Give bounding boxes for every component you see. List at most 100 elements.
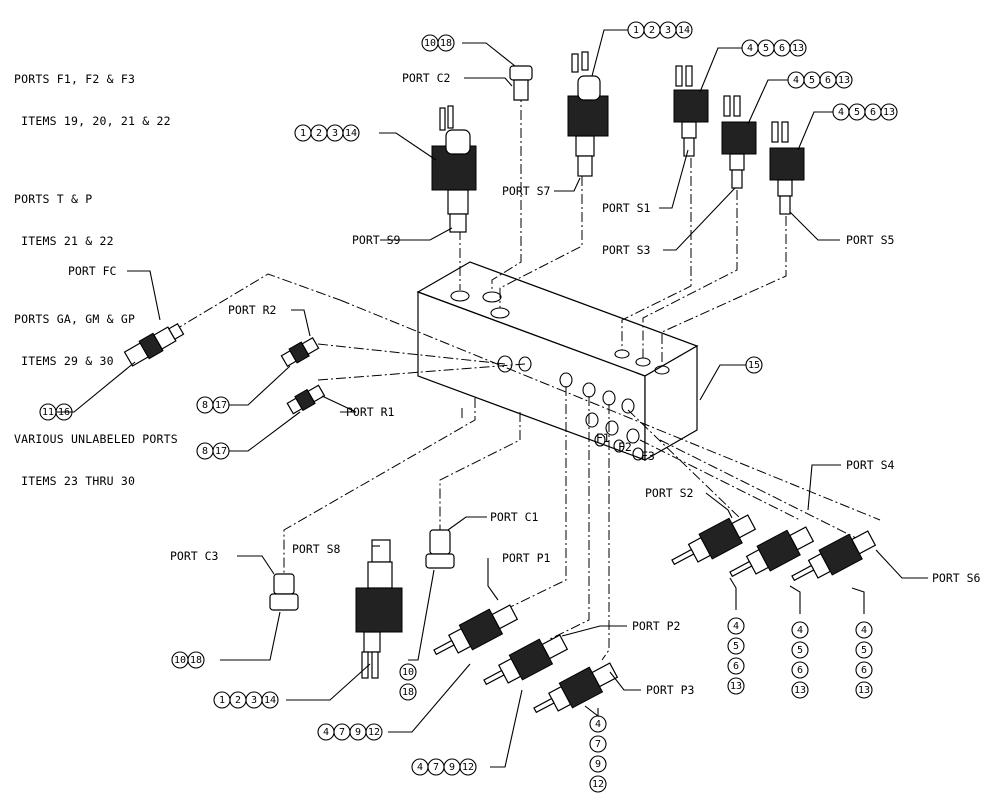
callout-circle bbox=[745, 356, 763, 374]
port-notes: PORTS F1, F2 & F3 ITEMS 19, 20, 21 & 22 … bbox=[14, 44, 178, 524]
callout-number: 2 bbox=[316, 128, 322, 139]
callout-circle bbox=[589, 735, 607, 753]
label-port-c2: PORT C2 bbox=[402, 71, 450, 85]
callout-number: 4 bbox=[793, 75, 799, 86]
valve-s6 bbox=[791, 530, 877, 582]
callout-number: 8 bbox=[202, 446, 208, 457]
label-port-s8: PORT S8 bbox=[292, 542, 341, 556]
callout-number: 5 bbox=[763, 43, 769, 54]
assembly-center-lines bbox=[172, 92, 881, 661]
callout-circle bbox=[791, 661, 809, 679]
callout-number: 12 bbox=[368, 727, 380, 738]
callout-number: 1 bbox=[633, 25, 639, 36]
callout-circle bbox=[855, 681, 873, 699]
callout-number: 4 bbox=[595, 719, 601, 730]
label-port-p1: PORT P1 bbox=[502, 551, 551, 565]
callout-circle bbox=[789, 39, 807, 57]
callout-number: 4 bbox=[733, 621, 739, 632]
plug-c3 bbox=[269, 573, 299, 611]
callout-circle bbox=[791, 641, 809, 659]
note-line: PORTS F1, F2 & F3 bbox=[14, 72, 136, 86]
callout-circle bbox=[791, 621, 809, 639]
callout-circle bbox=[791, 681, 809, 699]
callout-number: 17 bbox=[215, 400, 227, 411]
callout-circle bbox=[675, 21, 693, 39]
callout-number: 4 bbox=[323, 727, 329, 738]
label-port-c1: PORT C1 bbox=[490, 510, 539, 524]
callout-number: 11 bbox=[42, 407, 54, 418]
callout-circle bbox=[187, 651, 205, 669]
callout-number: 6 bbox=[797, 665, 803, 676]
callout-circle bbox=[437, 34, 455, 52]
callout-circle bbox=[399, 683, 417, 701]
label-port-s4: PORT S4 bbox=[846, 458, 895, 472]
label-port-r1: PORT R1 bbox=[346, 405, 395, 419]
solenoid-s7 bbox=[567, 51, 609, 177]
callout-number: 10 bbox=[402, 667, 414, 678]
solenoid-s9 bbox=[431, 105, 477, 233]
callout-number: 8 bbox=[202, 400, 208, 411]
valve-p3 bbox=[533, 662, 619, 714]
callout-number: 6 bbox=[779, 43, 785, 54]
note-line: ITEMS 19, 20, 21 & 22 bbox=[14, 114, 171, 128]
callout-number: 13 bbox=[838, 75, 850, 86]
fitting-fc bbox=[123, 322, 185, 367]
note-line: VARIOUS UNLABELED PORTS bbox=[14, 432, 178, 446]
callout-circle bbox=[727, 677, 745, 695]
label-port-c3: PORT C3 bbox=[170, 549, 219, 563]
callout-number: 13 bbox=[858, 685, 870, 696]
callout-number: 5 bbox=[809, 75, 815, 86]
callout-number: 9 bbox=[355, 727, 361, 738]
callout-number: 7 bbox=[595, 739, 601, 750]
callout-number: 13 bbox=[730, 681, 742, 692]
fitting-r2 bbox=[280, 336, 320, 368]
callout-number: 10 bbox=[174, 655, 186, 666]
note-group: PORTS F1, F2 & F3 ITEMS 19, 20, 21 & 22 bbox=[14, 44, 178, 156]
callout-number: 1 bbox=[300, 128, 306, 139]
callout-number: 12 bbox=[462, 762, 474, 773]
callout-number: 5 bbox=[797, 645, 803, 656]
callout-circle bbox=[589, 715, 607, 733]
valve-p1 bbox=[433, 604, 519, 656]
callout-number: 4 bbox=[861, 625, 867, 636]
callout-number: 3 bbox=[665, 25, 671, 36]
callout-number: 5 bbox=[854, 107, 860, 118]
callout-circle bbox=[589, 775, 607, 793]
fitting-r1 bbox=[286, 384, 326, 415]
valve-p2 bbox=[483, 634, 569, 686]
callout-number: 6 bbox=[870, 107, 876, 118]
callout-number: 13 bbox=[883, 107, 895, 118]
label-port-s6: PORT S6 bbox=[932, 571, 981, 585]
label-port-r2: PORT R2 bbox=[228, 303, 276, 317]
callout-number: 2 bbox=[649, 25, 655, 36]
callout-number: 4 bbox=[797, 625, 803, 636]
solenoid-s8 bbox=[355, 539, 403, 679]
label-port-s5: PORT S5 bbox=[846, 233, 894, 247]
valve-s4 bbox=[729, 526, 815, 578]
callout-number: 14 bbox=[678, 25, 690, 36]
note-group: VARIOUS UNLABELED PORTS ITEMS 23 THRU 30 bbox=[14, 404, 178, 516]
callout-number: 15 bbox=[748, 360, 760, 371]
callout-circle bbox=[855, 621, 873, 639]
callout-number: 17 bbox=[215, 446, 227, 457]
callout-number: 4 bbox=[417, 762, 423, 773]
callout-number: 3 bbox=[332, 128, 338, 139]
label-port-s2: PORT S2 bbox=[645, 486, 693, 500]
callout-circle bbox=[212, 442, 230, 460]
callout-number: 7 bbox=[433, 762, 439, 773]
callout-number: 18 bbox=[190, 655, 202, 666]
block-port-f2: F2 bbox=[618, 440, 632, 454]
leader-lines bbox=[56, 29, 928, 768]
label-port-p2: PORT P2 bbox=[632, 619, 680, 633]
callout-circle bbox=[55, 403, 73, 421]
valve-s1 bbox=[673, 65, 709, 157]
callout-number: 6 bbox=[733, 661, 739, 672]
callout-number: 5 bbox=[733, 641, 739, 652]
callout-number: 16 bbox=[58, 407, 70, 418]
callout-number: 6 bbox=[825, 75, 831, 86]
callout-circle bbox=[342, 124, 360, 142]
callout-number: 2 bbox=[235, 695, 241, 706]
callout-circle bbox=[855, 641, 873, 659]
valve-s2 bbox=[671, 514, 757, 566]
